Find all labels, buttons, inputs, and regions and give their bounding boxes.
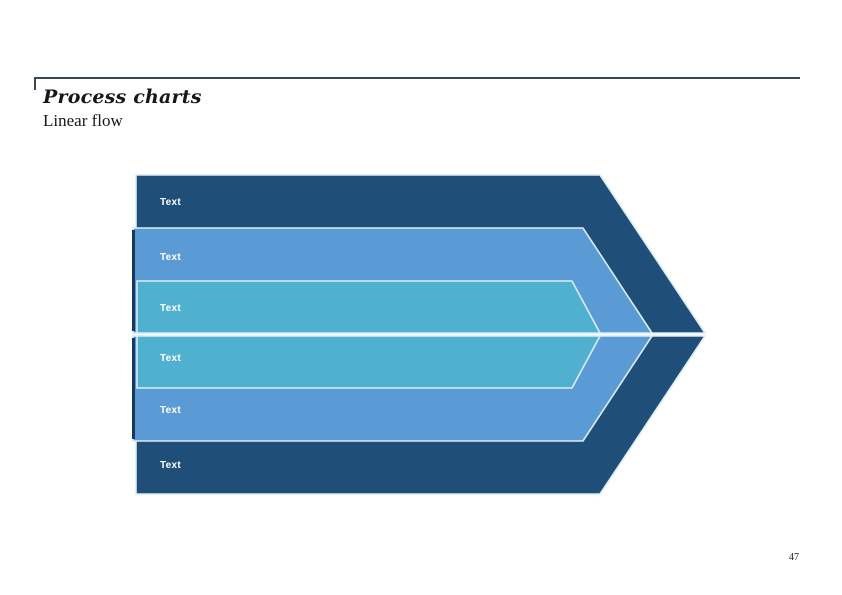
page-title: Process charts [43, 86, 202, 108]
band-label-2: Text [160, 252, 182, 263]
linear-flow-chevron-diagram: Text Text Text Text Text Text [128, 168, 718, 503]
band-label-6: Text [160, 460, 182, 471]
header-tick-mark [34, 77, 36, 90]
band-label-1: Text [160, 197, 182, 208]
chevron-inner-top[interactable] [136, 280, 602, 334]
band-label-3: Text [160, 303, 182, 314]
band-label-4: Text [160, 353, 182, 364]
page-subtitle: Linear flow [43, 111, 123, 130]
title-block: Process charts Linear flow [43, 85, 563, 132]
chevron-inner-bottom[interactable] [136, 335, 602, 389]
page-number: 47 [789, 552, 799, 563]
band-label-5: Text [160, 405, 182, 416]
header-divider-rule [34, 77, 800, 79]
